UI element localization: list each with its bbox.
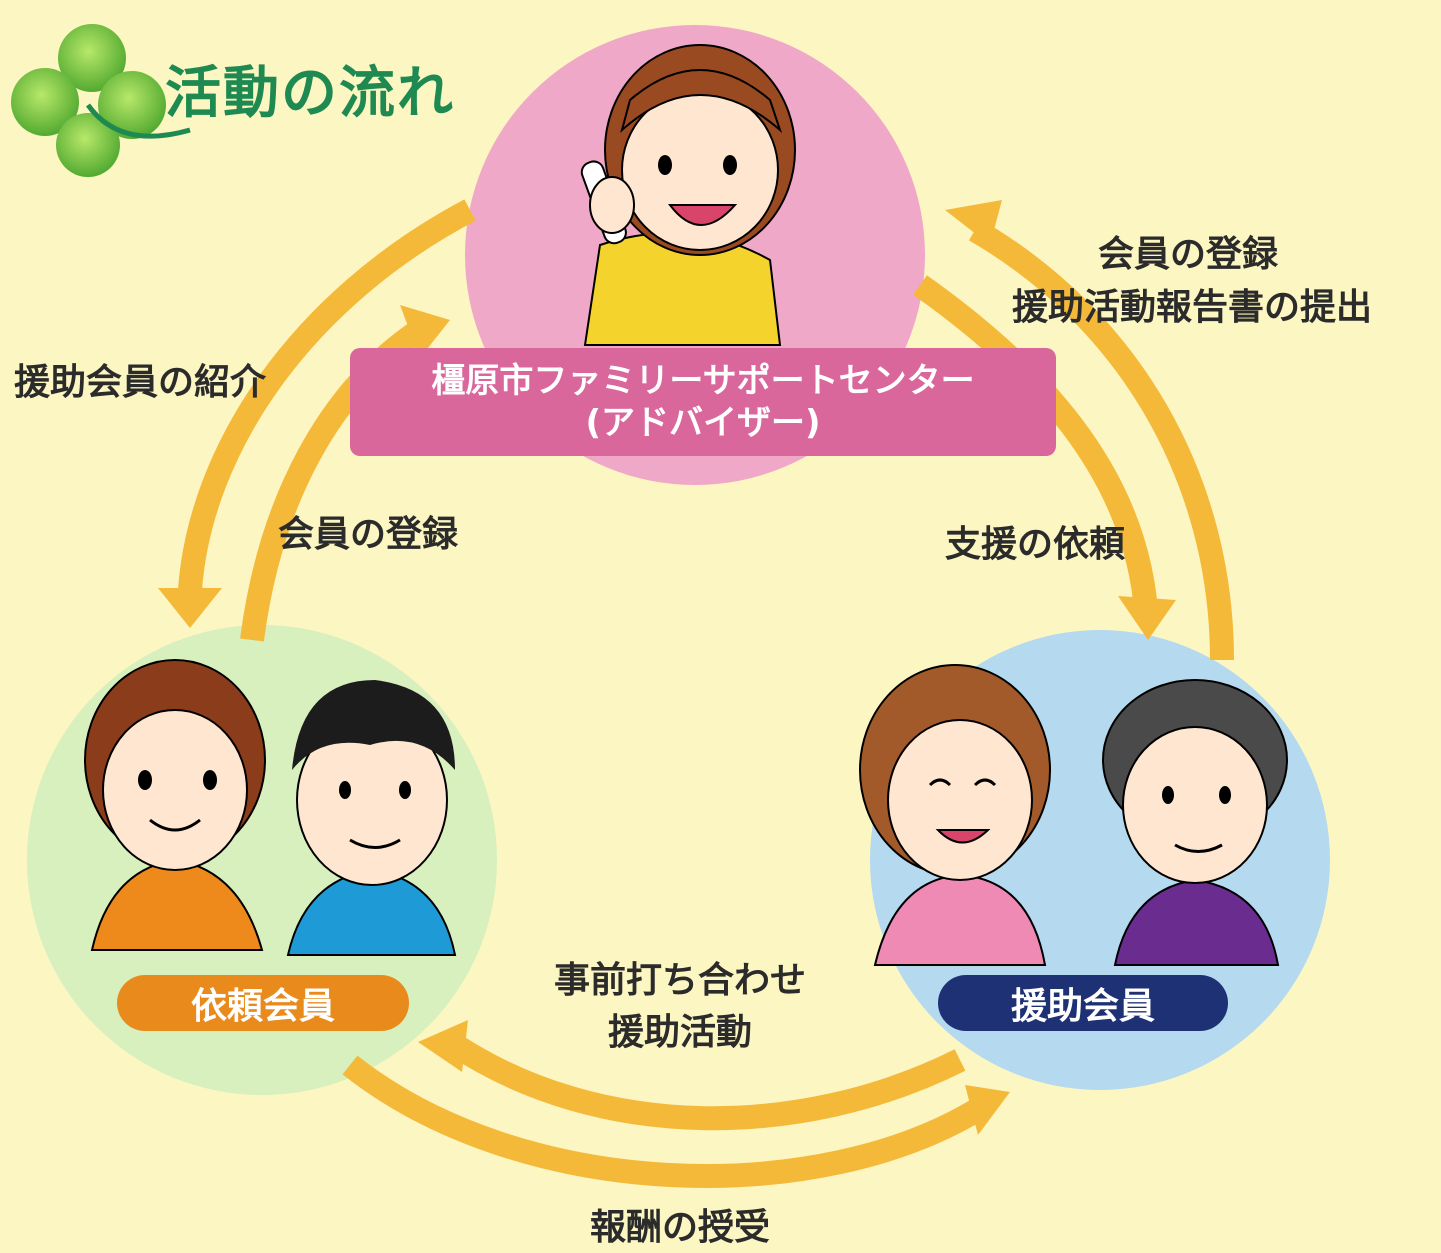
helper-label: 援助会員 [938, 975, 1228, 1031]
support-center-role: (アドバイザー) [585, 403, 821, 443]
arrowhead-left-down [158, 588, 222, 628]
arrow-helper-to-center [968, 219, 1234, 661]
flow-label-intro-helper: 援助会員の紹介 [14, 362, 267, 403]
advisor-illustration [580, 44, 796, 346]
arrowhead-bottom-left [418, 1020, 468, 1072]
arrow-helper-to-requester [448, 1034, 966, 1131]
flow-label-report-submit: 援助活動報告書の提出 [1012, 287, 1373, 328]
arrowhead-left-up [400, 305, 450, 358]
flow-label-register-right: 会員の登録 [1098, 234, 1279, 275]
arrow-center-to-requester [178, 199, 476, 591]
arrowhead-bottom-right [965, 1085, 1010, 1135]
arrowhead-right-down [1118, 596, 1176, 640]
flow-label-prearrange: 事前打ち合わせ [553, 960, 806, 1001]
support-center-name: 橿原市ファミリーサポートセンター [431, 360, 975, 401]
flow-label-payment: 報酬の授受 [589, 1207, 770, 1248]
flow-label-register-left: 会員の登録 [278, 514, 459, 555]
arrow-requester-to-helper [342, 1055, 992, 1188]
helper-illustration [859, 664, 1288, 966]
requester-label: 依頼会員 [117, 975, 409, 1031]
support-center-label: 橿原市ファミリーサポートセンター (アドバイザー) [350, 348, 1056, 456]
clover-icon [11, 24, 191, 177]
page-title: 活動の流れ [165, 61, 455, 126]
flow-label-support-request: 支援の依頼 [945, 524, 1126, 565]
arrow-center-to-helper [913, 275, 1157, 602]
requester-illustration [84, 659, 457, 956]
flow-label-support-activity: 援助活動 [607, 1012, 752, 1053]
arrowhead-right-up [945, 200, 1002, 245]
